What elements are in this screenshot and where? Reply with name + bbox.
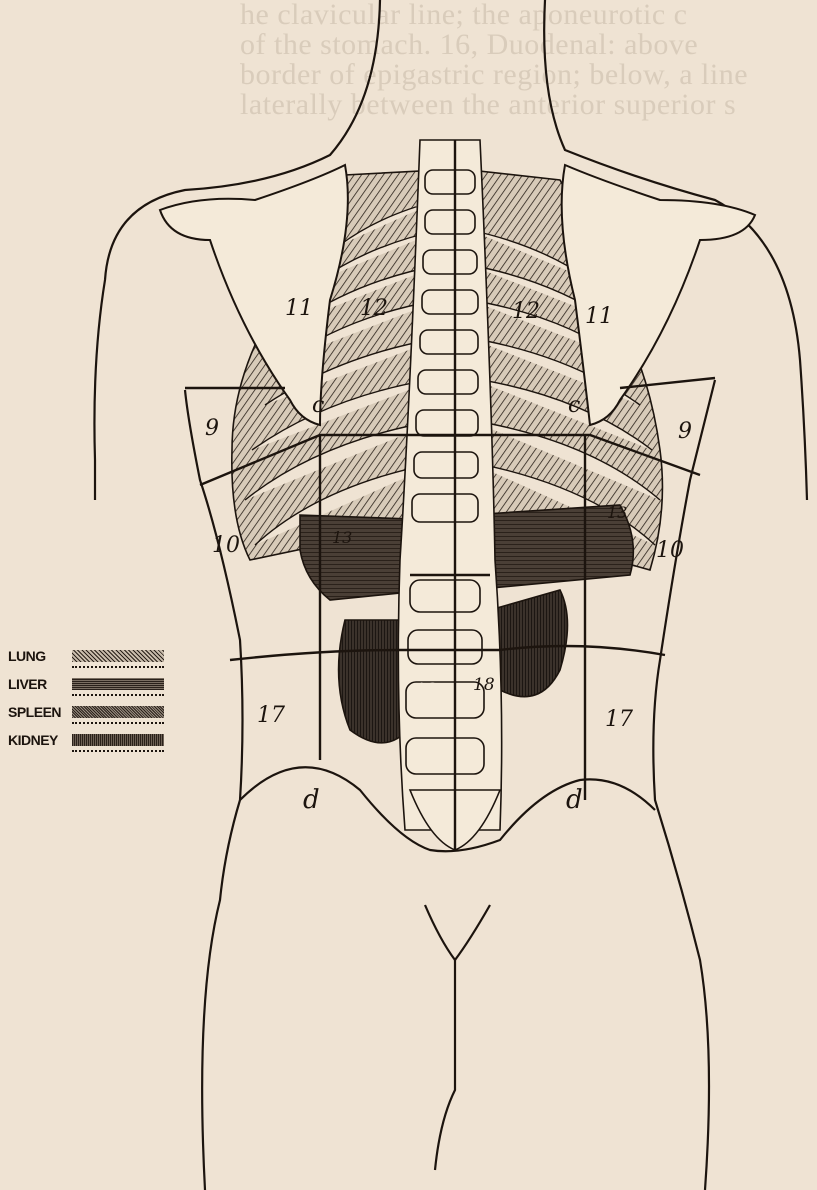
label-12-right: 12	[512, 299, 540, 324]
label-17-left: 17	[257, 703, 285, 728]
legend: LUNG LIVER SPLEEN KIDNEY	[8, 642, 188, 754]
spleen-swatch	[72, 706, 164, 718]
legend-label: LIVER	[8, 676, 72, 692]
legend-item-kidney: KIDNEY	[8, 726, 188, 754]
left-flank-line	[185, 390, 243, 1190]
label-d-left: d	[303, 785, 320, 815]
label-c-left: c	[312, 393, 324, 418]
label-d-right: d	[566, 785, 583, 815]
label-9-right: 9	[678, 419, 692, 444]
scapula-right	[562, 165, 755, 425]
lung-swatch	[72, 650, 164, 662]
label-17-right: 17	[605, 707, 633, 732]
legend-label: LUNG	[8, 648, 72, 664]
legend-label: SPLEEN	[8, 704, 72, 720]
label-11-left: 11	[285, 296, 313, 321]
label-13-left: 13	[332, 528, 352, 547]
legend-label: KIDNEY	[8, 732, 72, 748]
liver-swatch	[72, 678, 164, 690]
kidney-swatch	[72, 734, 164, 746]
label-10-left: 10	[212, 533, 240, 558]
legend-item-spleen: SPLEEN	[8, 698, 188, 726]
gluteal-cleft	[425, 905, 490, 960]
label-9-left: 9	[205, 416, 219, 441]
label-11-right: 11	[585, 304, 613, 329]
label-c-right: c	[568, 393, 580, 418]
legend-item-liver: LIVER	[8, 670, 188, 698]
label-18-right: 18	[473, 675, 495, 695]
gluteal-fold	[435, 960, 455, 1170]
label-18-left: 18	[415, 680, 437, 700]
label-10-right: 10	[656, 538, 684, 563]
label-12-left: 12	[360, 296, 388, 321]
legend-item-lung: LUNG	[8, 642, 188, 670]
label-13-right: 13	[607, 503, 627, 522]
